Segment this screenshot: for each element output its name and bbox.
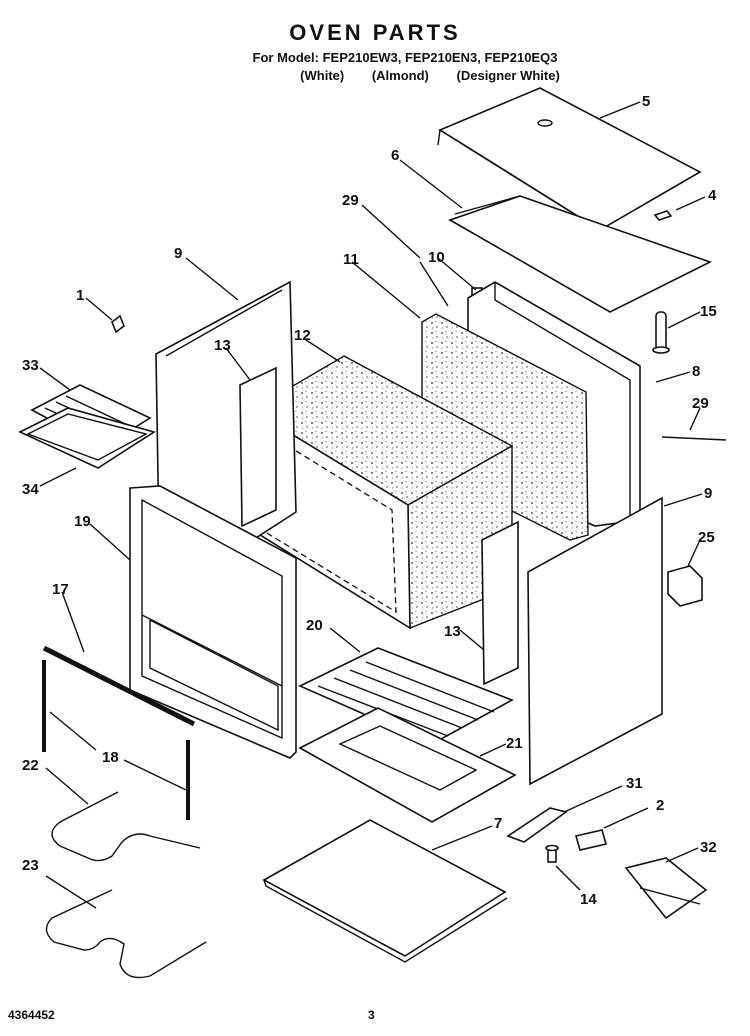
callout-29: 29: [342, 192, 359, 209]
callout-33: 33: [22, 357, 39, 374]
callout-17: 17: [52, 581, 69, 598]
callout-labels: 5 6 4 29 10 9 11 15 1 12 13 33 8 29 34 9…: [22, 93, 717, 908]
callout-7: 7: [494, 815, 502, 832]
part-small-clip: [111, 314, 125, 334]
callout-12: 12: [294, 327, 311, 344]
page-number: 3: [368, 1008, 375, 1022]
leader-lines: [39, 101, 706, 909]
callout-8: 8: [692, 363, 700, 380]
color-line: (White) (Almond) (Designer White): [110, 68, 750, 83]
diagram-title: OVEN PARTS: [289, 20, 461, 45]
callout-22: 22: [22, 757, 39, 774]
callout-1: 1: [76, 287, 84, 304]
part-latch-bracket: [506, 807, 568, 843]
callout-18: 18: [102, 749, 119, 766]
callout-20: 20: [306, 617, 323, 634]
part-broil-element: [45, 889, 207, 979]
part-post: [652, 311, 670, 354]
color-designer-white: (Designer White): [456, 68, 560, 83]
callout-25: 25: [698, 529, 715, 546]
part-bracket-32: [624, 857, 708, 920]
callout-15: 15: [700, 303, 717, 320]
color-white: (White): [300, 68, 345, 83]
part-side-strip-right: [481, 520, 519, 686]
part-rod-right: [661, 436, 727, 441]
callout-13: 13: [214, 337, 231, 354]
part-screw: [545, 844, 559, 863]
part-door-gasket: [42, 645, 196, 727]
callout-34: 34: [22, 481, 39, 498]
callout-5: 5: [642, 93, 650, 110]
part-right-side-panel: [527, 496, 663, 786]
callout-9: 9: [174, 245, 182, 262]
part-side-strip-left: [239, 366, 277, 528]
part-connector: [667, 565, 703, 607]
part-clip: [653, 210, 673, 221]
callout-19: 19: [74, 513, 91, 530]
callout-4: 4: [708, 187, 717, 204]
document-part-number: 4364452: [8, 1008, 55, 1022]
callout-2: 2: [656, 797, 664, 814]
callout-29b: 29: [692, 395, 709, 412]
part-gasket-strips: [42, 660, 190, 820]
part-oven-bottom: [298, 707, 517, 823]
color-almond: (Almond): [371, 68, 429, 83]
callout-6: 6: [391, 147, 399, 164]
part-broil-pan: [18, 407, 156, 469]
callout-14: 14: [580, 891, 597, 908]
callout-23: 23: [22, 857, 39, 874]
callout-31: 31: [626, 775, 643, 792]
part-rod: [419, 261, 449, 307]
part-top-frame: [448, 195, 713, 313]
part-hinge-clip: [574, 829, 608, 851]
callout-32: 32: [700, 839, 717, 856]
callout-21: 21: [506, 735, 523, 752]
callout-13b: 13: [444, 623, 461, 640]
part-drawer-bottom: [262, 819, 508, 963]
callout-9b: 9: [704, 485, 712, 502]
part-bake-element: [51, 791, 201, 862]
model-line: For Model: FEP210EW3, FEP210EN3, FEP210E…: [252, 50, 558, 65]
callout-11: 11: [343, 251, 359, 268]
callout-10: 10: [428, 249, 445, 266]
